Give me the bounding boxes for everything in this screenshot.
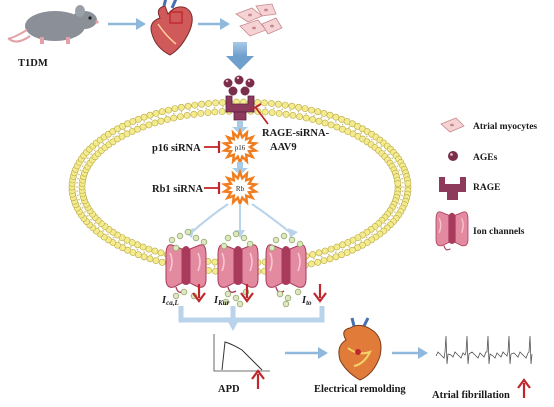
rage-sirna-inhibition-bar	[250, 103, 262, 111]
ion-particle	[180, 288, 188, 296]
legend-ion-channel-shape	[435, 211, 469, 251]
arrowhead-remodeling-af	[418, 347, 428, 359]
fan-arrowhead-right	[288, 228, 298, 238]
current-ito-label: Ito	[301, 295, 312, 307]
legend-label-ion-channels: Ion channels	[473, 227, 525, 237]
ion-particle	[280, 232, 288, 240]
ecg-trace	[435, 335, 533, 365]
p16-starburst: p16	[220, 127, 260, 167]
rat-icon	[7, 5, 99, 44]
rage-sirna-inhibition-line	[255, 107, 269, 125]
ion-particle	[168, 236, 176, 244]
ion-particle	[282, 300, 290, 308]
current-ical-label: Ica,L	[161, 295, 179, 307]
rb-label: Rb	[236, 185, 245, 193]
current-ikur-label: IKur	[213, 295, 230, 307]
ion-particle	[184, 228, 192, 236]
af-up-arrowhead	[517, 378, 531, 389]
ion-particle	[296, 240, 304, 248]
arrowhead-heart-cells	[220, 18, 230, 30]
apd-up-arrowhead	[251, 369, 265, 380]
arrow-down-to-cell	[226, 42, 254, 70]
ion-channel-ikur	[217, 244, 259, 294]
ion-particle	[288, 236, 296, 244]
rage-sirna-label: RAGE-siRNA-	[262, 128, 330, 139]
ion-particle	[224, 290, 232, 298]
ion-particle	[222, 298, 230, 306]
arrowhead-apd-remodeling	[318, 347, 328, 359]
ion-particle	[284, 294, 292, 302]
ion-particle	[232, 294, 240, 302]
ion-particle	[232, 230, 240, 238]
ion-particle	[268, 244, 276, 252]
ion-particle	[276, 290, 284, 298]
ion-particle	[220, 242, 228, 250]
ion-particle	[192, 234, 200, 242]
ion-particle	[176, 232, 184, 240]
atrial-fibrillation-label: Atrial fibrillation	[432, 390, 510, 401]
ion-particle	[172, 244, 180, 252]
t1dm-label: T1DM	[18, 58, 48, 69]
svg-text:IKur: IKur	[213, 295, 230, 307]
aav9-label: AAV9	[270, 142, 297, 153]
heart-icon	[150, 0, 193, 56]
ion-channel-ito	[265, 244, 307, 294]
ical-down-arrowhead	[192, 292, 206, 303]
ion-channels-group	[165, 228, 307, 308]
action-potential-trace	[213, 334, 270, 372]
legend-label-rage: RAGE	[473, 183, 500, 193]
electrical-remodeling-label: Electrical remolding	[314, 384, 406, 395]
legend-ages-icon	[448, 151, 458, 161]
p16-label: p16	[235, 144, 246, 152]
fan-arrows	[189, 203, 293, 235]
ikur-down-arrowhead	[240, 292, 254, 303]
ion-particle	[224, 234, 232, 242]
ion-channel-ical	[165, 244, 207, 294]
legend-rage-icon	[439, 177, 466, 200]
legend-label-myocytes: Atrial myocytes	[473, 122, 537, 132]
ages-cluster	[223, 75, 255, 96]
ion-particle	[236, 300, 244, 308]
bracket-arrowhead	[227, 320, 239, 331]
rb1-sirna-label: Rb1 siRNA	[152, 184, 203, 195]
rage-receptor	[225, 95, 255, 121]
myocytes-cluster-icon	[235, 3, 283, 37]
arrowhead-rat-heart	[136, 18, 146, 30]
ion-particle	[240, 234, 248, 242]
legend-myocyte-icon	[440, 117, 465, 133]
bracket-connector	[178, 306, 325, 323]
remodeled-heart-icon	[338, 317, 382, 381]
legend-ion-channel-icon	[435, 211, 469, 251]
ito-down-arrowhead	[313, 292, 327, 303]
rb-starburst: Rb	[220, 168, 260, 208]
ion-particle	[246, 240, 254, 248]
svg-text:Ito: Ito	[301, 295, 312, 307]
legend: Atrial myocytes AGEs RAGE Ion channels	[435, 117, 537, 251]
ion-particle	[294, 288, 302, 296]
apd-label: APD	[218, 384, 240, 395]
svg-text:Ica,L: Ica,L	[161, 295, 179, 307]
ion-particle	[272, 236, 280, 244]
ion-particle	[172, 292, 180, 300]
legend-label-ages: AGEs	[473, 153, 498, 163]
ion-particle	[200, 238, 208, 246]
p16-sirna-label: p16 siRNA	[152, 143, 201, 154]
